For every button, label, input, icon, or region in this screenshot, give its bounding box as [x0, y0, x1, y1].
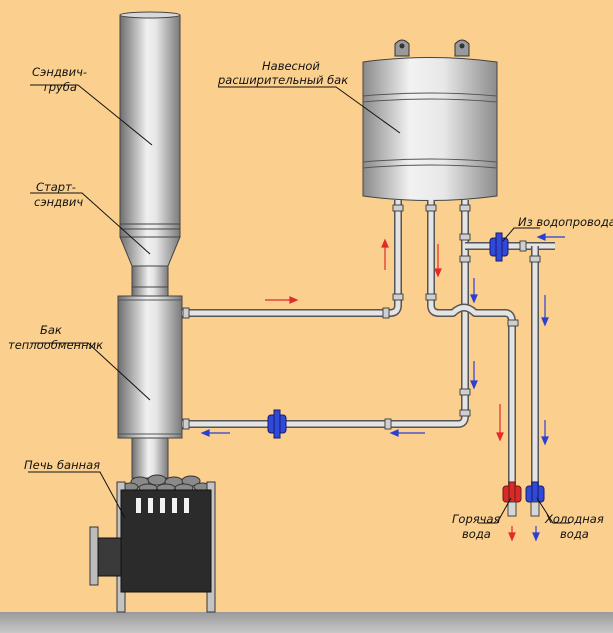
supply-valve: [489, 232, 509, 262]
label-stove: Печь банная: [24, 458, 100, 472]
start-sandwich: [119, 236, 181, 297]
hot-tap-valve: [502, 481, 522, 517]
leader-lines: [28, 84, 570, 524]
hot-flow-arrows: [265, 238, 516, 542]
heat-exchanger-tank: [117, 295, 183, 439]
sandwich-pipe: [119, 11, 181, 238]
label-start-sandwich: Старт- сэндвич: [34, 180, 83, 209]
sauna-stove: [89, 474, 216, 613]
flue-pipe: [131, 437, 169, 479]
label-heat-exchanger-tank: Бак теплообменник: [8, 323, 103, 352]
hot-supply-pipe: [182, 200, 402, 317]
return-valve: [267, 409, 287, 439]
label-expansion-tank: Навесной расширительный бак: [217, 59, 348, 87]
label-hot-water: Горячая вода: [452, 512, 504, 541]
expansion-tank: [362, 39, 498, 201]
floor: [0, 612, 613, 633]
cold-flow-arrows: [200, 233, 565, 542]
label-water-supply: Из водопровода: [518, 215, 613, 229]
cold-tap-valve: [525, 481, 545, 517]
piping: [182, 200, 555, 500]
label-cold-water: Холодная вода: [544, 512, 607, 541]
label-sandwich-pipe: Сэндвич- труба: [32, 65, 91, 94]
hot-water-pipe: [427, 200, 516, 500]
cold-water-pipe: [465, 242, 555, 500]
